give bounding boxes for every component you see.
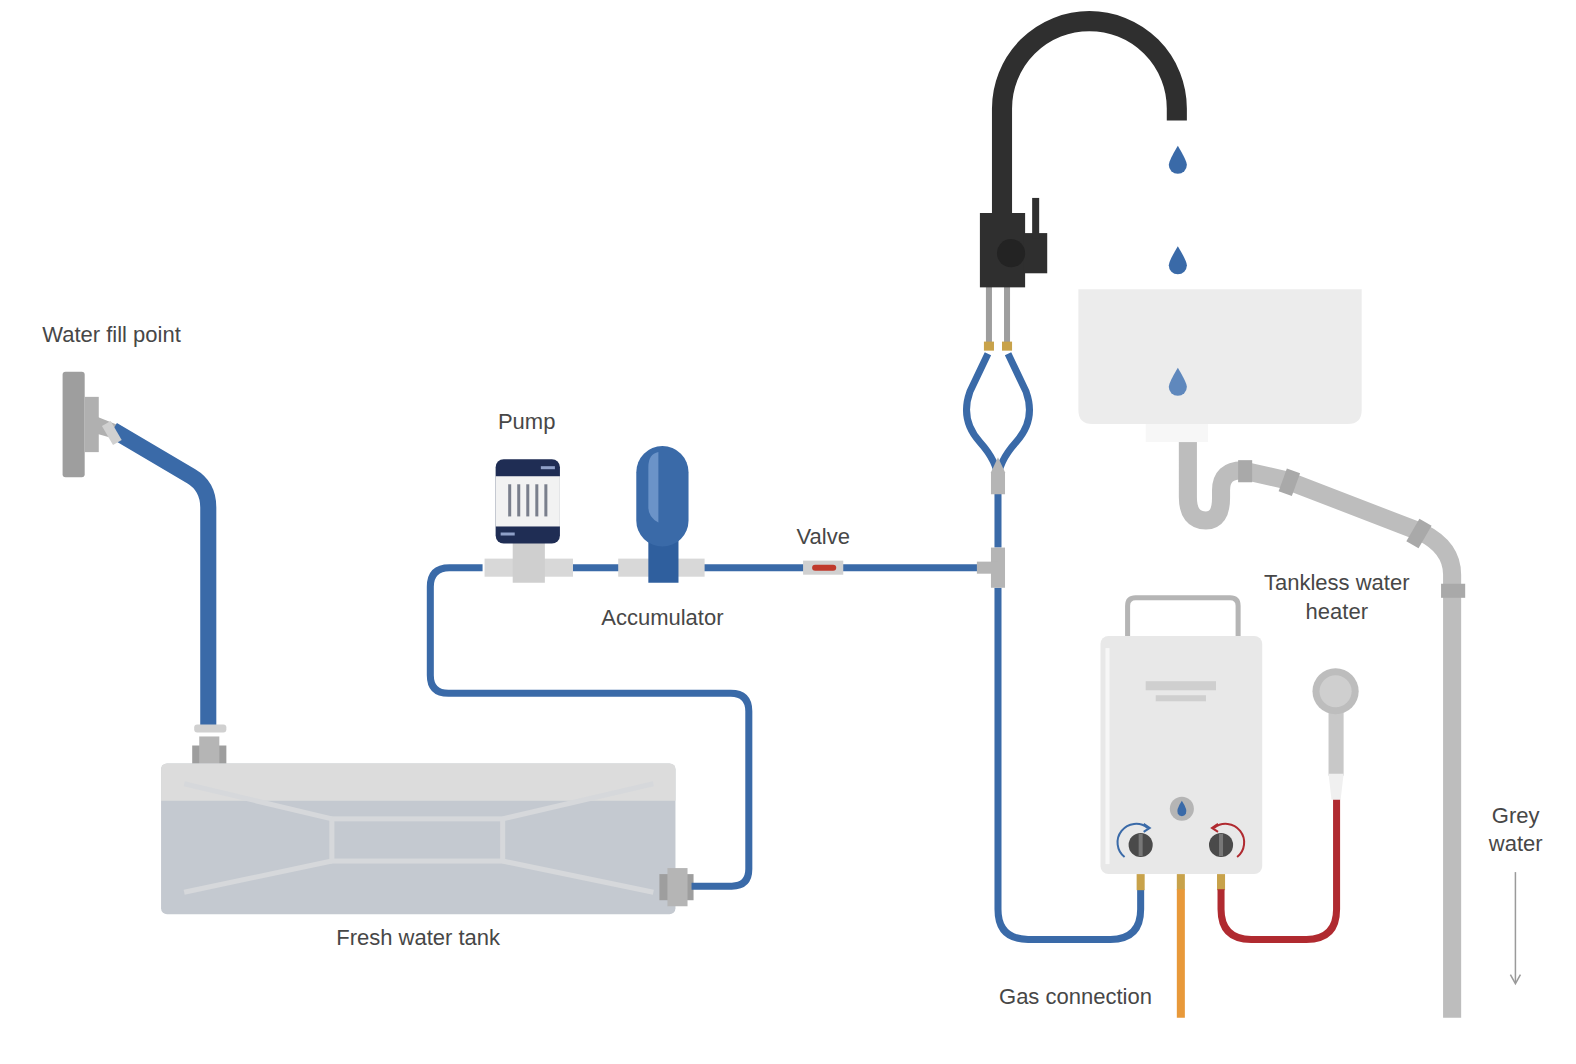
part-label: Water fill point [42,321,181,350]
part-label: Tankless water heater [1262,569,1412,626]
fresh-water-tank [161,764,694,915]
accumulator [618,446,704,583]
hose-clamp [102,421,122,445]
water-fill-point [63,372,123,477]
pipe-coupling [1238,460,1252,482]
hose-clamp [194,724,226,732]
valve [803,561,843,575]
sink-drain [1146,424,1208,442]
part-label: Grey water [1476,802,1556,859]
pipe-coupling [1406,519,1431,549]
tee-fitting [977,562,999,574]
faucet [980,21,1177,351]
part-label: Gas connection [999,983,1152,1012]
part-label: Pump [498,408,555,437]
pipe-coupling [1441,584,1465,598]
part-label: Valve [796,523,849,552]
pipe-coupling [1279,469,1300,496]
supply-pipe [573,564,623,571]
supply-pipe [704,564,995,571]
flow-arrow [1515,872,1517,983]
cold-line [967,354,998,548]
sink [1078,289,1361,424]
fill-pipe [113,430,208,731]
pump [485,459,573,583]
cold-line [998,354,1029,481]
y-fitting [991,457,1005,494]
part-label: Fresh water tank [336,924,500,953]
gas-pipe [1177,889,1185,1018]
tankless-water-heater [1100,598,1262,890]
hot-water-pipe [1221,799,1337,940]
water-drops [1169,146,1187,396]
supply-pipe [430,568,748,886]
shower-head [1312,668,1358,800]
part-label: Accumulator [601,604,723,633]
flow-arrow-head [1510,975,1520,984]
